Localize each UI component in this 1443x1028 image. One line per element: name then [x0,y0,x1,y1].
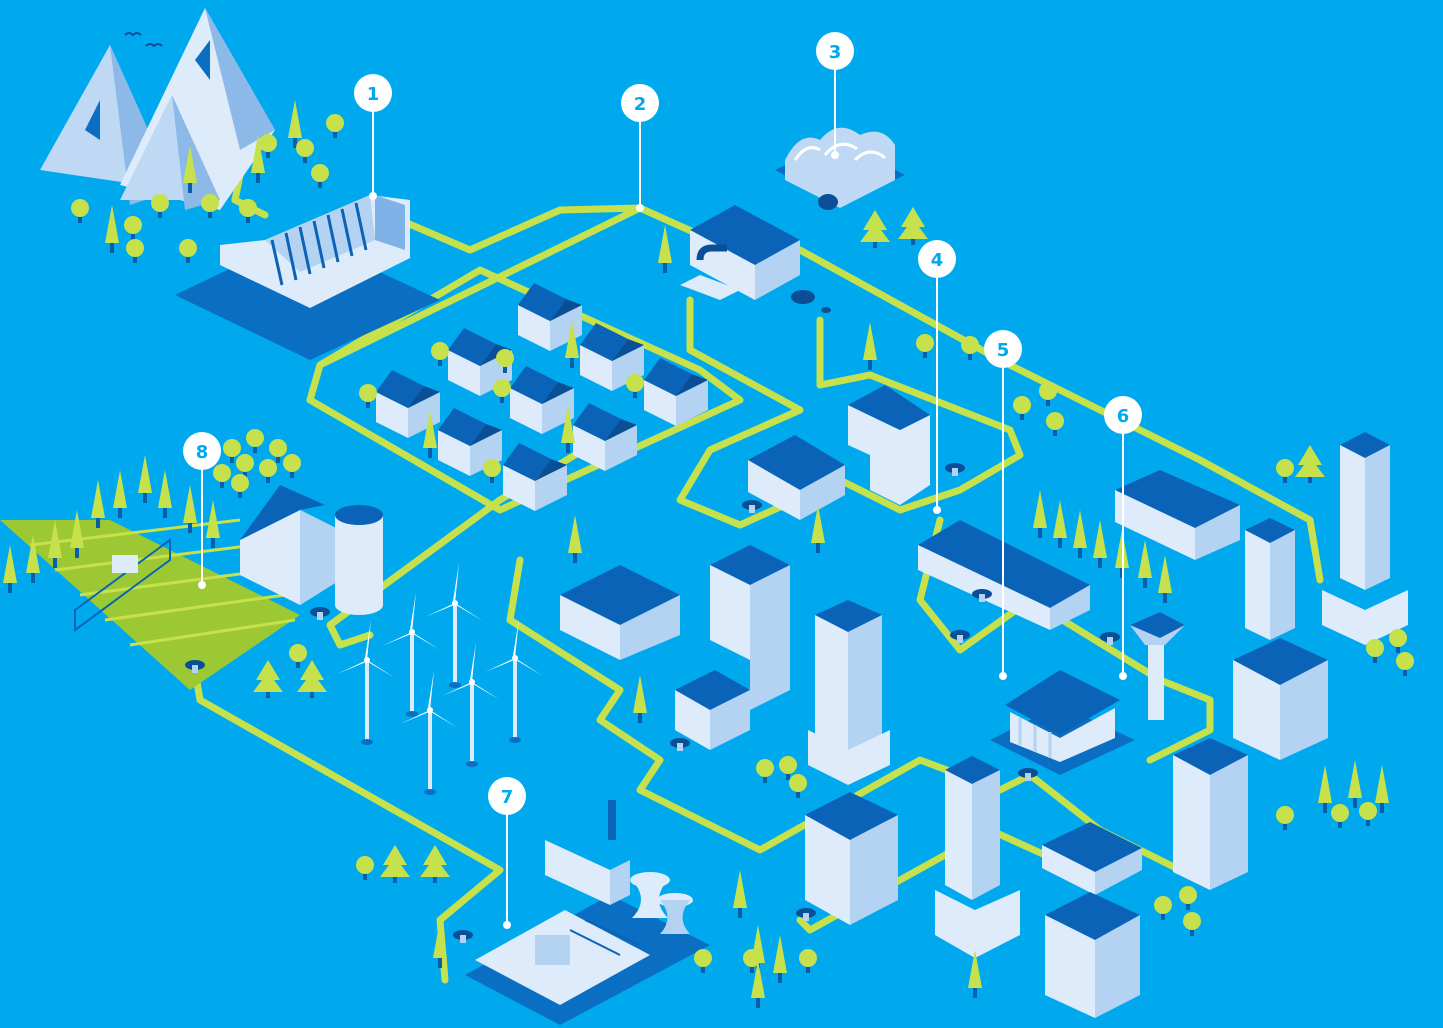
farm [0,485,383,690]
callout-lines [201,70,1124,925]
pipe-dam-to-plant [396,204,704,254]
marker-7[interactable]: 7 [488,777,526,815]
marker-5[interactable]: 5 [984,330,1022,368]
pipe-city-mid [506,556,1184,874]
water-tower [1130,612,1185,720]
marker-1-label: 1 [367,84,380,105]
residential-houses [376,283,708,511]
marker-2-label: 2 [634,94,647,115]
marker-6[interactable]: 6 [1104,396,1142,434]
marker-4[interactable]: 4 [918,240,956,278]
marker-6-label: 6 [1117,406,1130,427]
pumping-station [680,205,831,313]
pipe-city-east [916,516,1214,764]
marker-4-label: 4 [931,250,944,271]
marker-1[interactable]: 1 [354,74,392,112]
marker-3-label: 3 [829,42,842,63]
water-reservoir [775,127,905,210]
marker-3[interactable]: 3 [816,32,854,70]
marker-8-label: 8 [196,442,209,463]
dam [175,195,440,360]
city [560,385,1408,1018]
marker-5-label: 5 [997,340,1010,361]
mountains [40,8,275,210]
marker-2[interactable]: 2 [621,84,659,122]
marker-7-label: 7 [501,787,514,808]
marker-8[interactable]: 8 [183,432,221,470]
treatment-plant [465,800,710,1025]
callout-dots [198,151,1127,929]
